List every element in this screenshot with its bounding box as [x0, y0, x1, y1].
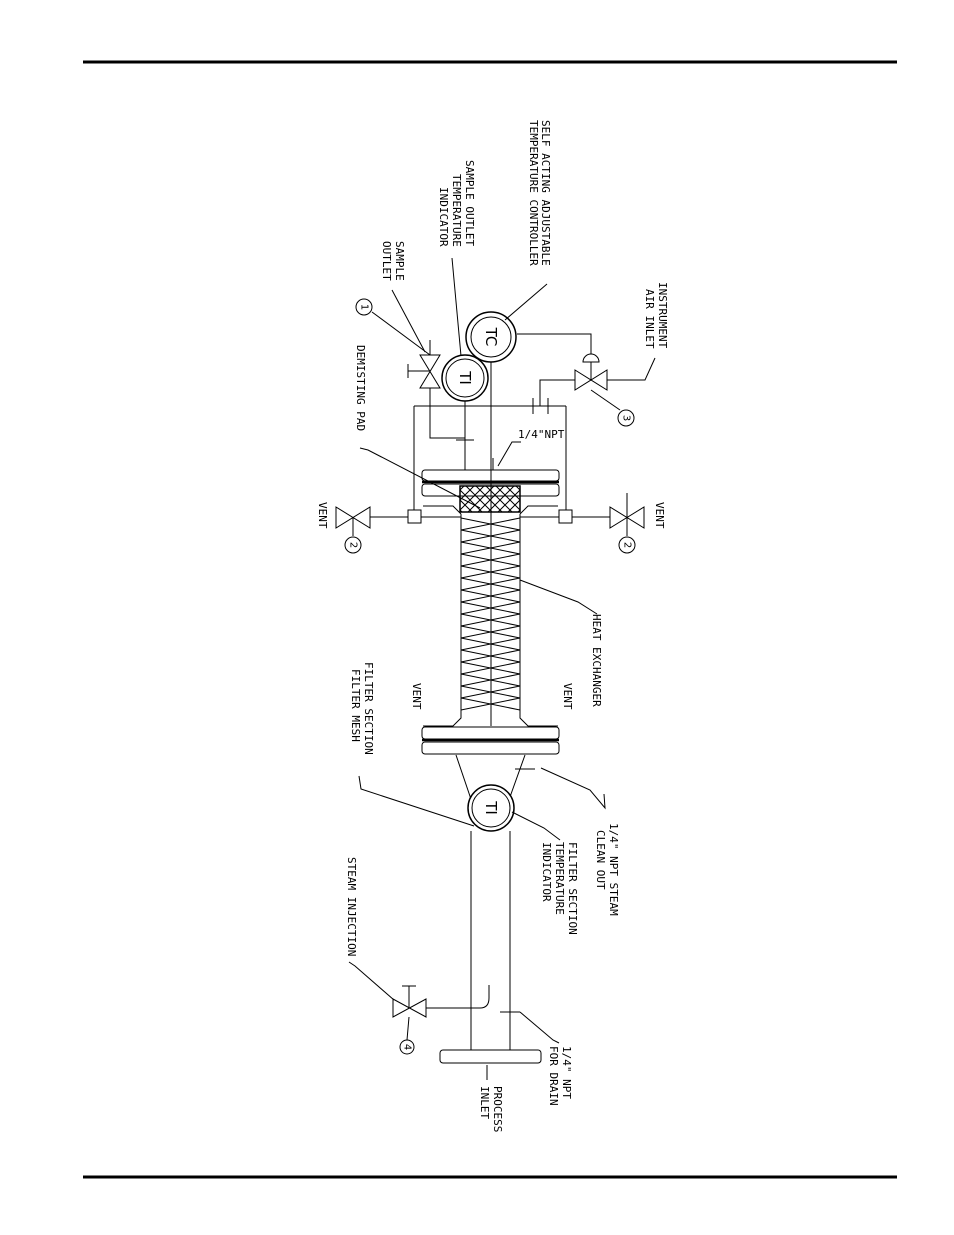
label-sample-ti-3: INDICATOR — [437, 187, 450, 247]
tc-tag: TC — [482, 327, 500, 347]
label-filter-ti-1: FILTER SECTION — [566, 842, 579, 935]
label-filter-section-1: FILTER SECTION — [362, 662, 375, 755]
label-filter-section-2: FILTER MESH — [349, 669, 362, 742]
leader-lines — [348, 257, 656, 1080]
label-filter-ti-2: TEMPERATURE — [553, 842, 566, 915]
label-process-inlet-1: PROCESS — [491, 1086, 504, 1132]
steam-injection-valve — [392, 985, 427, 1018]
svg-text:2: 2 — [622, 542, 633, 548]
sample-outlet-valve: 1 — [355, 298, 465, 439]
label-instrument-air-2: AIR INLET — [643, 289, 656, 349]
svg-text:3: 3 — [621, 415, 632, 421]
svg-text:1: 1 — [359, 304, 370, 310]
demisting-pad — [459, 485, 521, 513]
label-sample-ti-1: SAMPLE OUTLET — [463, 160, 476, 246]
inlet-pipe — [426, 831, 542, 1064]
callout-4: 4 — [399, 1016, 415, 1055]
heat-exchanger — [423, 362, 558, 727]
label-sample-outlet-1: SAMPLE — [393, 241, 406, 281]
top-flange — [421, 458, 560, 497]
label-vent-lower-right: VENT — [561, 683, 574, 710]
label-vent-lower-left: VENT — [410, 683, 423, 710]
label-self-acting-1: SELF ACTING ADJUSTABLE — [539, 120, 552, 266]
sample-ti-indicator: TI — [441, 354, 489, 470]
middle-flange — [421, 726, 560, 755]
ti-bottom-tag: TI — [482, 800, 500, 815]
label-heat-exchanger: HEAT EXCHANGER — [590, 614, 603, 707]
label-npt-drain-1: 1/4" NPT — [560, 1046, 573, 1099]
vent-header — [414, 398, 566, 414]
filter-ti-indicator: TI — [467, 784, 515, 832]
svg-text:4: 4 — [402, 1044, 413, 1050]
label-sample-ti-2: TEMPERATURE — [450, 174, 463, 247]
label-sample-outlet-2: OUTLET — [380, 241, 393, 281]
labels: SELF ACTING ADJUSTABLE TEMPERATURE CONTR… — [316, 120, 669, 1132]
label-instrument-air-1: INSTRUMENT — [656, 282, 669, 349]
label-self-acting-2: TEMPERATURE CONTROLLER — [527, 120, 540, 266]
label-npt-drain-2: FOR DRAIN — [547, 1046, 560, 1106]
label-process-inlet-2: INLET — [478, 1086, 491, 1119]
coil — [460, 517, 521, 711]
ti-top-tag: TI — [456, 370, 474, 385]
label-steam-clean-2: CLEAN OUT — [594, 830, 607, 890]
svg-text:2: 2 — [348, 542, 359, 548]
label-vent-left: VENT — [316, 502, 329, 529]
label-filter-ti-3: INDICATOR — [540, 842, 553, 902]
label-steam-clean-1: 1/4" NPT STEAM — [607, 823, 620, 916]
label-npt-top: 1/4"NPT — [518, 428, 565, 441]
label-vent-right: VENT — [653, 502, 666, 529]
tc-controller: TC — [465, 311, 517, 363]
label-demisting-pad: DEMISTING PAD — [354, 345, 367, 431]
vent-left-assembly: 2 — [335, 406, 461, 554]
label-steam-injection: STEAM INJECTION — [345, 857, 358, 956]
vent-right-assembly: 2 — [520, 406, 645, 554]
